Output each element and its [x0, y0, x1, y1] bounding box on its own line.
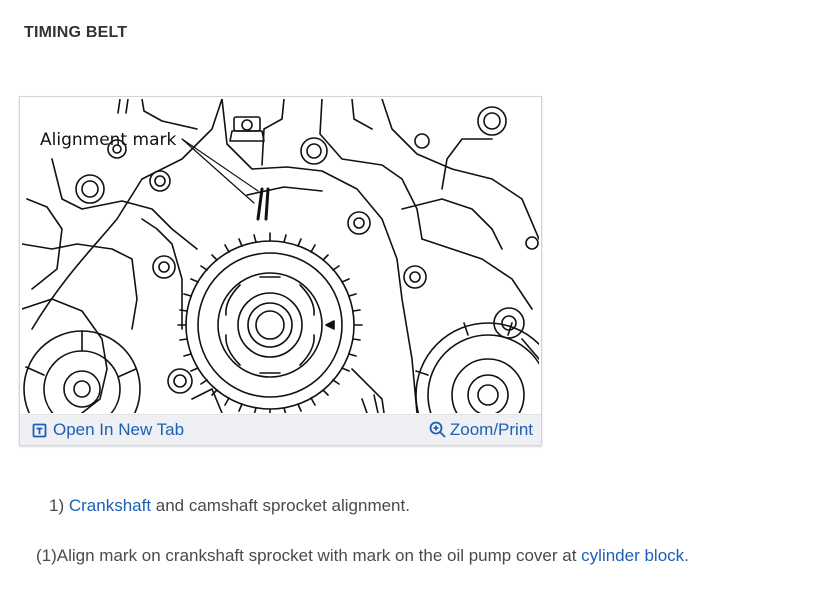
zoom-print-label: Zoom/Print: [449, 420, 533, 439]
alignment-mark-label: Alignment mark: [40, 130, 176, 150]
step-1-prefix: 1): [49, 496, 69, 515]
open-in-new-tab-icon: [32, 423, 47, 437]
step-2-text: (1)Align mark on crankshaft sprocket wit…: [36, 546, 689, 566]
step-1-text: 1) Crankshaft and camshaft sprocket alig…: [49, 496, 410, 516]
open-in-new-tab-link[interactable]: Open In New Tab: [32, 420, 184, 440]
step-2-rest: .: [684, 546, 689, 565]
open-in-new-tab-label: Open In New Tab: [53, 420, 185, 439]
cylinder-block-link[interactable]: cylinder block: [581, 546, 685, 565]
figure-toolbar: Open In New Tab Zoom/Print: [20, 414, 541, 445]
zoom-print-link[interactable]: Zoom/Print: [429, 420, 533, 440]
figure-panel: Alignment mark: [19, 96, 542, 446]
zoom-in-icon: [429, 421, 446, 438]
step-1-rest: and camshaft sprocket alignment.: [151, 496, 410, 515]
step-2-prefix: (1)Align mark on crankshaft sprocket wit…: [36, 546, 582, 565]
timing-belt-diagram[interactable]: Alignment mark: [22, 99, 539, 413]
page-title: TIMING BELT: [24, 24, 128, 41]
crankshaft-link[interactable]: Crankshaft: [68, 496, 152, 515]
